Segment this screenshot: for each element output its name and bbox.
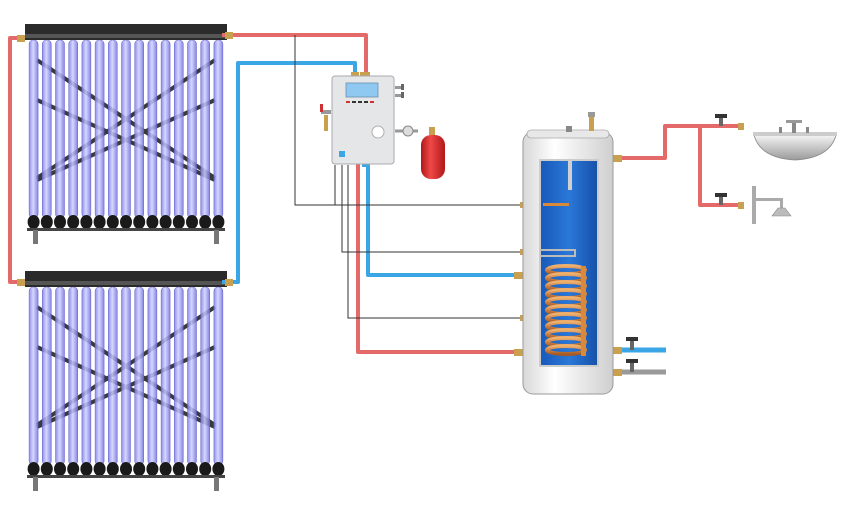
expansion-vessel: [395, 125, 445, 179]
controller-side-plugs: [395, 84, 404, 98]
collector-leg: [214, 477, 219, 491]
vacuum-tube: [68, 286, 78, 466]
solar-controller: [320, 75, 404, 165]
vacuum-tube: [108, 39, 118, 219]
status-light: [339, 151, 345, 157]
valve-connector: [320, 104, 331, 131]
tube-end-cap: [93, 215, 106, 229]
collector-bottom-rail: [27, 475, 225, 478]
vacuum-tube: [147, 286, 158, 466]
tube-end-cap: [54, 215, 66, 229]
controller-buttons: [346, 101, 374, 103]
tube-end-cap: [133, 462, 146, 476]
vacuum-tube: [42, 286, 52, 466]
vacuum-tube: [213, 286, 224, 466]
solar-collector-top: [25, 24, 227, 244]
tube-end-cap: [186, 462, 198, 476]
tube-end-cap: [146, 215, 159, 229]
sensor-wires: [294, 35, 520, 319]
tube-end-cap: [80, 215, 93, 229]
vacuum-tube: [213, 39, 224, 219]
tube-end-cap: [27, 215, 40, 229]
vacuum-tube: [147, 39, 158, 219]
vacuum-tube: [200, 286, 210, 466]
shower-icon: [752, 186, 792, 224]
tube-end-cap: [54, 462, 66, 476]
controller-screen: [345, 82, 379, 98]
tube-end-cap: [159, 215, 172, 229]
tube-end-cap: [186, 215, 198, 229]
tube-end-cap: [120, 215, 132, 229]
vacuum-tube: [81, 286, 92, 466]
vacuum-tube: [200, 39, 210, 219]
tube-end-cap: [40, 462, 53, 476]
tube-end-cap: [67, 462, 80, 476]
collector-leg: [214, 230, 219, 244]
tube-end-cap: [212, 215, 225, 229]
tube-end-cap: [159, 462, 172, 476]
vacuum-tube: [160, 286, 171, 466]
tube-end-cap: [199, 462, 212, 476]
tube-end-cap: [67, 215, 80, 229]
collector-leg: [33, 477, 38, 491]
vacuum-tube: [187, 286, 197, 466]
sink-icon: [753, 120, 837, 161]
collector-leg: [33, 230, 38, 244]
tube-end-cap: [40, 215, 53, 229]
solar-collector-bottom: [25, 271, 227, 491]
cold-inlet-valves: [626, 337, 638, 372]
pump-icon: [371, 125, 385, 139]
vacuum-tube: [174, 39, 184, 219]
vacuum-tube: [55, 286, 65, 466]
tube-end-cap: [27, 462, 40, 476]
vacuum-tube: [68, 39, 78, 219]
tube-end-cap: [199, 215, 212, 229]
tube-end-cap: [93, 462, 106, 476]
hot-outlet-pipe: [615, 124, 740, 207]
vacuum-tube: [160, 39, 171, 219]
vacuum-tube: [121, 39, 131, 219]
vacuum-tube: [42, 39, 52, 219]
tube-end-cap: [106, 462, 119, 476]
tube-end-cap: [172, 462, 185, 476]
collector-header-rim: [25, 281, 227, 285]
vacuum-tube: [121, 286, 131, 466]
tube-end-cap: [80, 462, 93, 476]
vacuum-tube: [174, 286, 184, 466]
tube-end-cap: [133, 215, 146, 229]
vacuum-tube: [81, 39, 92, 219]
vacuum-tube: [108, 286, 118, 466]
tank-top-valve: [566, 112, 595, 132]
vacuum-tube: [55, 39, 65, 219]
collector-bottom-rail: [27, 228, 225, 231]
tube-end-cap: [172, 215, 185, 229]
vacuum-tube: [94, 39, 105, 219]
outlet-valves: [715, 114, 727, 205]
tube-end-cap: [212, 462, 225, 476]
collector-header-rim: [25, 34, 227, 38]
tube-end-cap: [146, 462, 159, 476]
vacuum-tube: [134, 286, 144, 466]
vacuum-tube: [187, 39, 197, 219]
vacuum-tube: [134, 39, 144, 219]
hot-water-tank: [522, 112, 614, 395]
vacuum-tube: [28, 286, 39, 466]
tube-end-cap: [120, 462, 132, 476]
cold-inlet-pipe: [615, 347, 666, 375]
vacuum-tube: [94, 286, 105, 466]
tube-end-cap: [106, 215, 119, 229]
vacuum-tube: [28, 39, 39, 219]
